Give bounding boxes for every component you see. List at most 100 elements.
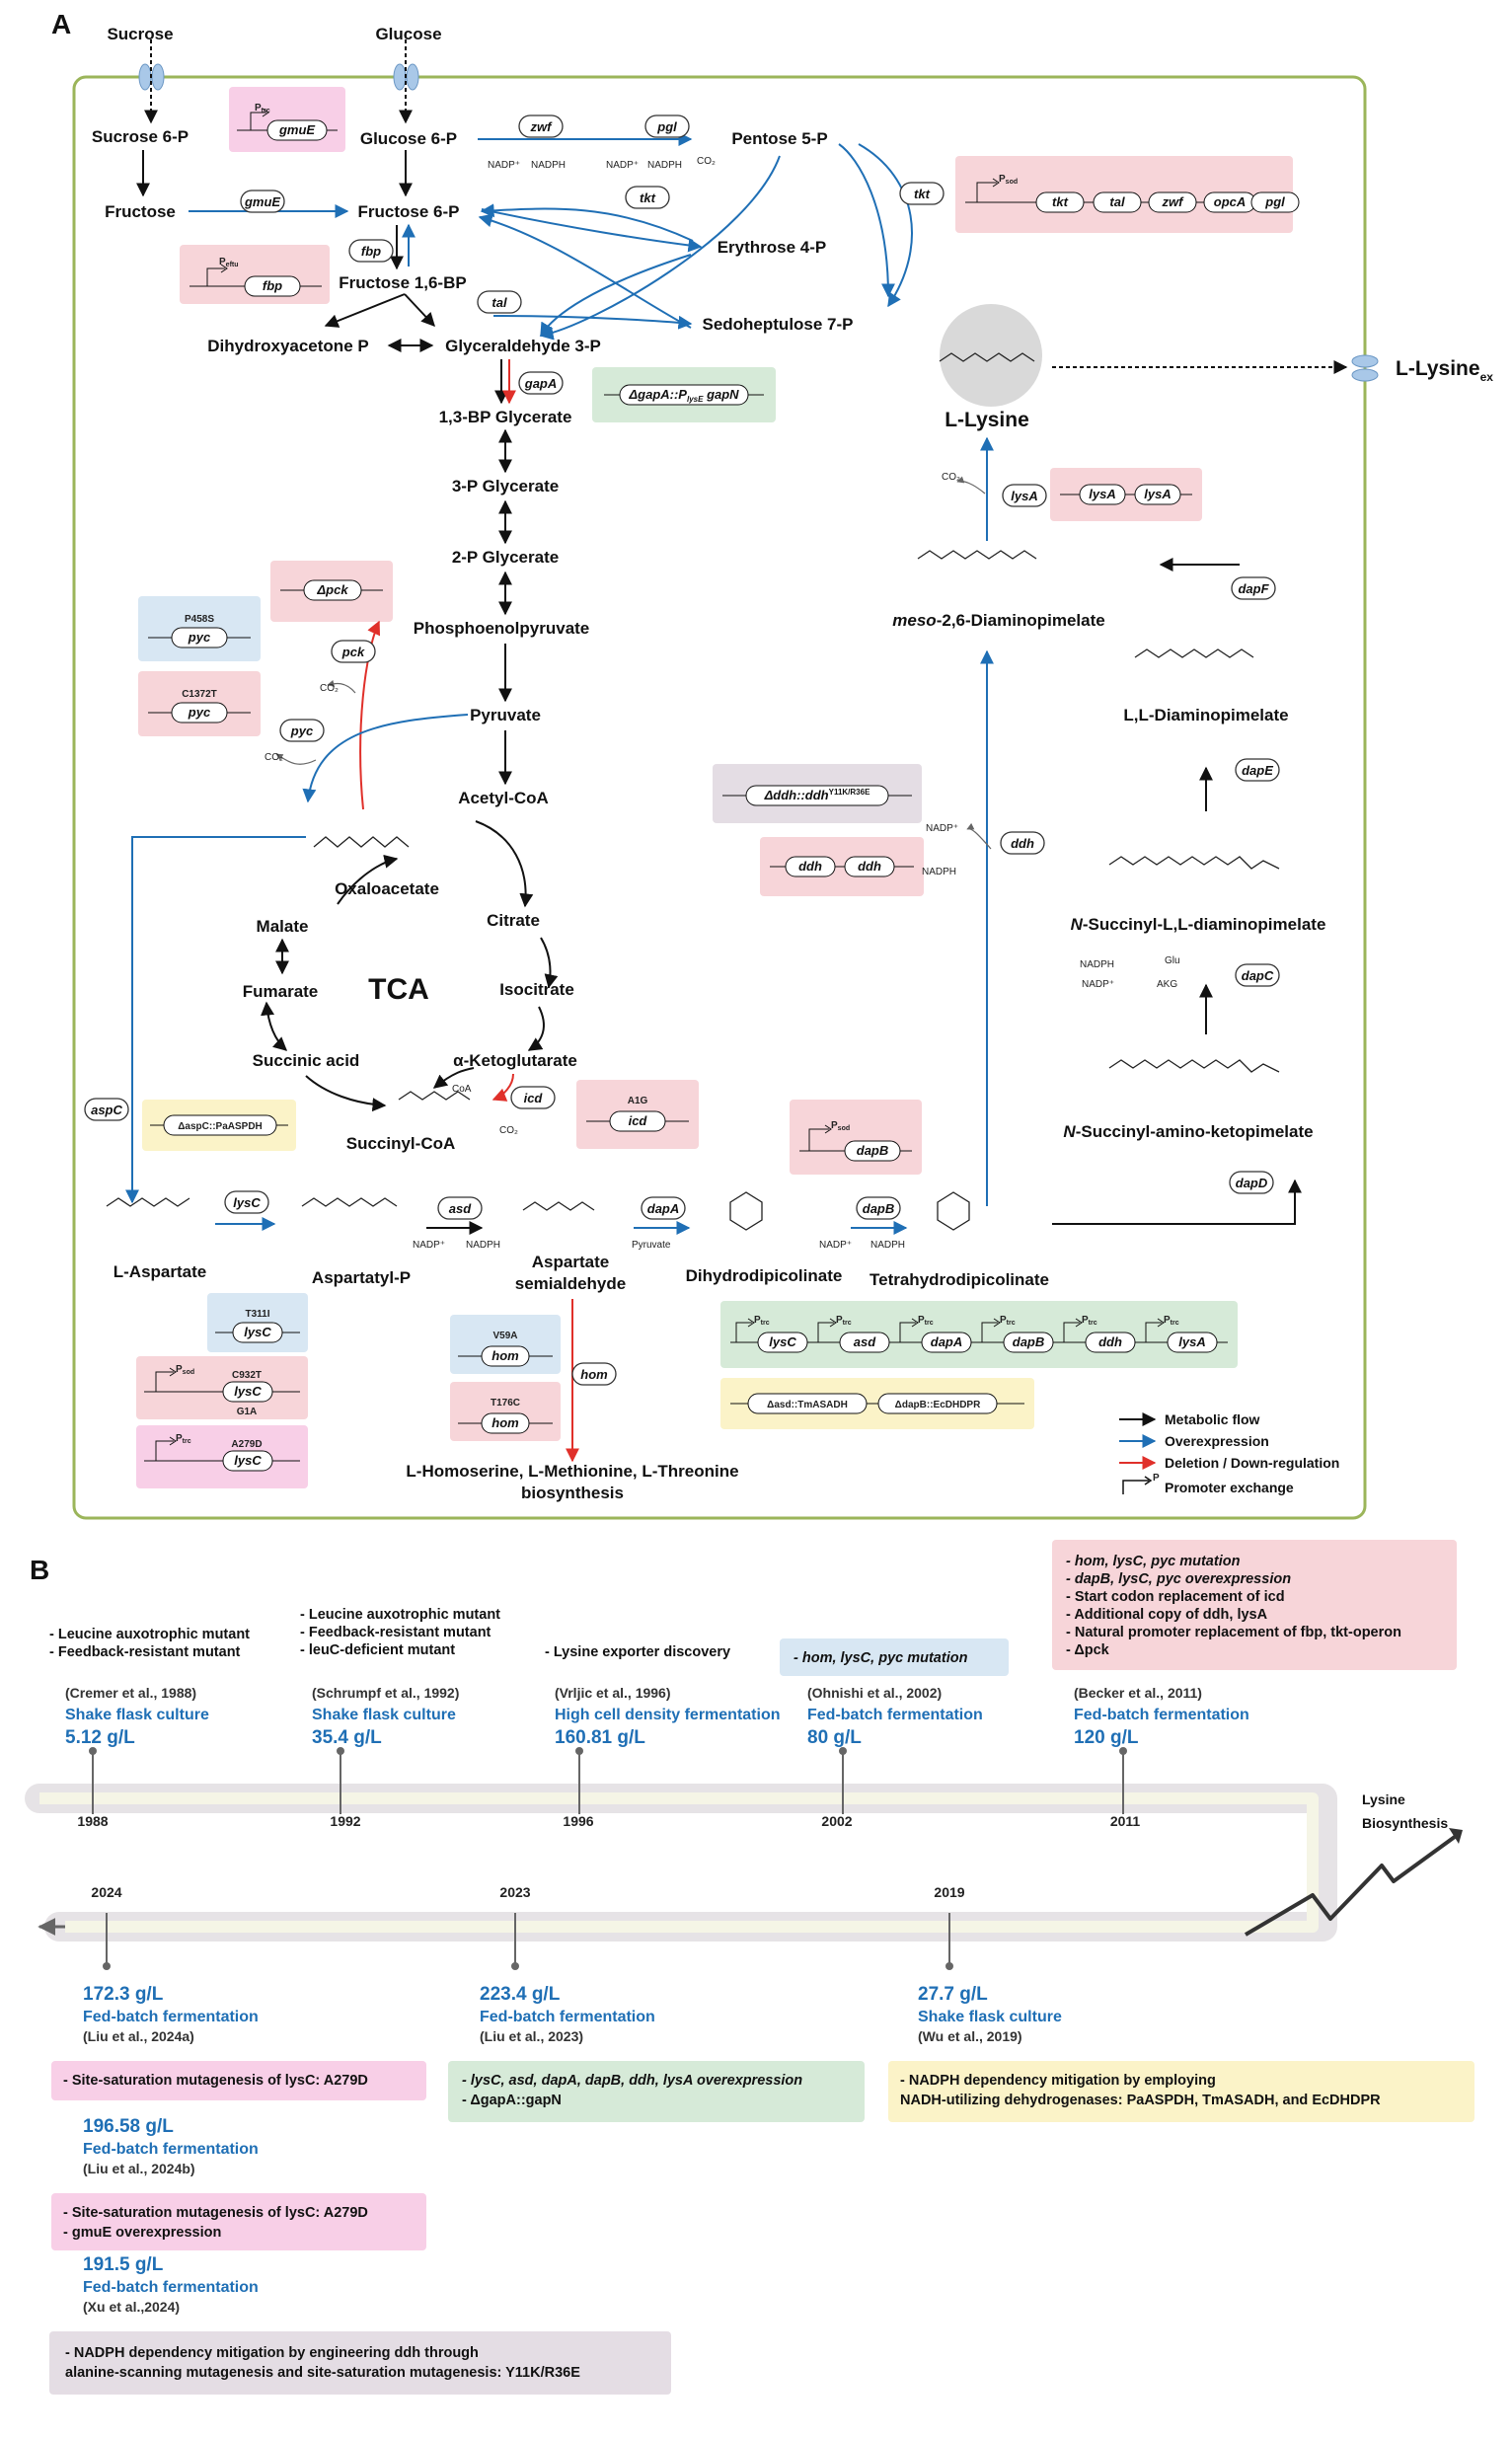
svg-text:ddh: ddh — [1011, 836, 1034, 851]
pg3-label: 3-P Glycerate — [452, 477, 559, 495]
svg-text:(Liu et al., 2024b): (Liu et al., 2024b) — [83, 2161, 195, 2176]
svg-text:- Natural promoter replacement: - Natural promoter replacement of fbp, t… — [1066, 1625, 1401, 1640]
svg-text:(Xu et al.,2024): (Xu et al.,2024) — [83, 2299, 180, 2315]
lldap-label: L,L-Diaminopimelate — [1123, 706, 1288, 724]
svg-text:NADP⁺: NADP⁺ — [488, 160, 520, 171]
legend: P Metabolic flow Overexpression Deletion… — [1119, 1411, 1339, 1495]
svg-text:CoA: CoA — [452, 1084, 472, 1095]
svg-text:zwf: zwf — [530, 119, 554, 134]
svg-text:ΔgapA::PlysE gapN: ΔgapA::PlysE gapN — [628, 387, 739, 404]
svg-text:- Lysine exporter discovery: - Lysine exporter discovery — [545, 1644, 730, 1660]
svg-text:tkt: tkt — [914, 187, 931, 201]
glucose6p-label: Glucose 6-P — [360, 129, 457, 148]
isocitrate-label: Isocitrate — [499, 980, 574, 999]
svg-text:pck: pck — [341, 645, 365, 659]
svg-text:pgl: pgl — [1264, 194, 1285, 209]
lysine-highlight — [940, 304, 1042, 407]
svg-text:gmuE: gmuE — [244, 194, 280, 209]
svg-text:dapF: dapF — [1238, 581, 1269, 596]
construct-aspC: ΔaspC::PaASPDH — [142, 1100, 296, 1151]
svg-text:NADH-utilizing dehydrogenases:: NADH-utilizing dehydrogenases: PaASPDH, … — [900, 2093, 1381, 2108]
svg-text:(Liu et al., 2024a): (Liu et al., 2024a) — [83, 2028, 194, 2044]
svg-text:172.3 g/L: 172.3 g/L — [83, 1984, 164, 2005]
construct-ddh-mutant: Δddh::ddhY11K/R36E — [713, 764, 922, 823]
construct-tmasadh: Δasd::TmASADH ΔdapB::EcDHDPR — [720, 1378, 1034, 1429]
svg-text:asd: asd — [854, 1334, 876, 1349]
svg-text:tkt: tkt — [1052, 194, 1069, 209]
svg-text:- Feedback-resistant mutant: - Feedback-resistant mutant — [300, 1625, 491, 1640]
timeline-band: Lysine Biosynthesis — [25, 1784, 1463, 1942]
asa-label-2: semialdehyde — [515, 1274, 626, 1293]
construct-icd: A1G icd — [576, 1080, 699, 1149]
svg-text:dapC: dapC — [1242, 968, 1274, 983]
svg-text:- Site-saturation mutagenesis: - Site-saturation mutagenesis of lysC: A… — [63, 2073, 368, 2089]
svg-text:- gmuE overexpression: - gmuE overexpression — [63, 2225, 221, 2241]
svg-text:NADP⁺: NADP⁺ — [606, 160, 639, 171]
enzyme-tag-asd: asd — [437, 1196, 483, 1220]
svg-text:Fed-batch fermentation: Fed-batch fermentation — [83, 2009, 259, 2025]
construct-tkt-operon: Psod tkt tal zwf opcA pgl — [955, 156, 1300, 233]
year-top-1996: 1996 — [563, 1813, 593, 1829]
enzyme-tag-pyc: pyc — [279, 719, 325, 742]
svg-text:Ptrc: Ptrc — [1082, 1315, 1097, 1327]
svg-text:T311I: T311I — [245, 1309, 269, 1320]
svg-text:lysC: lysC — [244, 1325, 271, 1339]
svg-text:CO₂: CO₂ — [265, 752, 283, 763]
svg-text:icd: icd — [629, 1113, 648, 1128]
svg-text:CO₂: CO₂ — [697, 156, 716, 167]
svg-text:ΔaspC::PaASPDH: ΔaspC::PaASPDH — [178, 1121, 263, 1132]
year-top-1992: 1992 — [330, 1813, 360, 1829]
enzyme-tag-tal: tal — [477, 290, 522, 314]
fructose6p-label: Fructose 6-P — [358, 202, 460, 221]
year-bottom-2019: 2019 — [934, 1884, 964, 1900]
svg-text:lysC: lysC — [769, 1334, 796, 1349]
construct-lysA-copy: lysA lysA — [1050, 468, 1202, 521]
dhap-label: Dihydroxyacetone P — [207, 337, 368, 355]
svg-text:ddh: ddh — [1098, 1334, 1122, 1349]
enzyme-tag-dapE: dapE — [1235, 758, 1280, 782]
homoserine-label-1: L-Homoserine, L-Methionine, L-Threonine — [406, 1462, 738, 1481]
timeline-entry-2002: - hom, lysC, pyc mutation(Ohnishi et al.… — [780, 1638, 1009, 1814]
svg-text:- Leucine auxotrophic mutant: - Leucine auxotrophic mutant — [300, 1607, 500, 1623]
svg-text:lysA: lysA — [1011, 489, 1037, 503]
svg-text:Fed-batch fermentation: Fed-batch fermentation — [83, 2279, 259, 2296]
bpg-label: 1,3-BP Glycerate — [439, 408, 572, 426]
svg-text:Psod: Psod — [831, 1120, 850, 1132]
svg-text:A1G: A1G — [628, 1096, 648, 1106]
construct-pyc-p458s: P458S pyc — [138, 596, 261, 661]
pathway-arrows — [125, 39, 1348, 1463]
svg-text:T176C: T176C — [491, 1398, 520, 1409]
svg-text:dapA: dapA — [647, 1201, 680, 1216]
laspartate-label: L-Aspartate — [113, 1262, 206, 1281]
construct-lysC-c932t: Psod C932T lysC G1A — [136, 1356, 308, 1419]
svg-text:zwf: zwf — [1162, 194, 1185, 209]
svg-text:CO₂: CO₂ — [942, 472, 960, 483]
svg-text:NADPH: NADPH — [466, 1240, 500, 1251]
enzyme-tag-lysA: lysA — [1002, 484, 1047, 507]
enzyme-tag-dapB: dapB — [856, 1196, 901, 1220]
timeline-entry-1988: - Leucine auxotrophic mutant- Feedback-r… — [49, 1627, 250, 1814]
svg-text:Δpck: Δpck — [316, 582, 348, 597]
nsuccakp-label: N-Succinyl-amino-ketopimelate — [1063, 1122, 1313, 1141]
svg-text:(Ohnishi et al., 2002): (Ohnishi et al., 2002) — [807, 1685, 942, 1701]
timeline-entry-1992: - Leucine auxotrophic mutant - Feedback-r… — [300, 1607, 500, 1814]
svg-text:(Liu et al., 2023): (Liu et al., 2023) — [480, 2028, 583, 2044]
svg-text:(Vrljic et al., 1996): (Vrljic et al., 1996) — [555, 1685, 671, 1701]
svg-text:hom: hom — [491, 1415, 519, 1430]
svg-text:P: P — [1153, 1473, 1160, 1484]
svg-text:Lysine: Lysine — [1362, 1791, 1405, 1807]
construct-gapN: ΔgapA::PlysE gapN — [592, 367, 776, 422]
svg-text:- Site-saturation mutagenesis: - Site-saturation mutagenesis of lysC: A… — [63, 2205, 368, 2221]
svg-text:Psod: Psod — [176, 1364, 194, 1376]
svg-text:- hom, lysC, pyc mutation: - hom, lysC, pyc mutation — [1066, 1554, 1241, 1569]
svg-text:- dapB, lysC, pyc overexpressi: - dapB, lysC, pyc overexpression — [1066, 1571, 1291, 1587]
svg-text:G1A: G1A — [237, 1407, 258, 1417]
svg-text:dapE: dapE — [1242, 763, 1273, 778]
svg-text:Fed-batch fermentation: Fed-batch fermentation — [83, 2141, 259, 2158]
enzyme-tag-fbp: fbp — [348, 239, 394, 263]
enzyme-tag-dapA: dapA — [641, 1196, 686, 1220]
enzyme-tag-pgl: pgl — [644, 114, 690, 138]
